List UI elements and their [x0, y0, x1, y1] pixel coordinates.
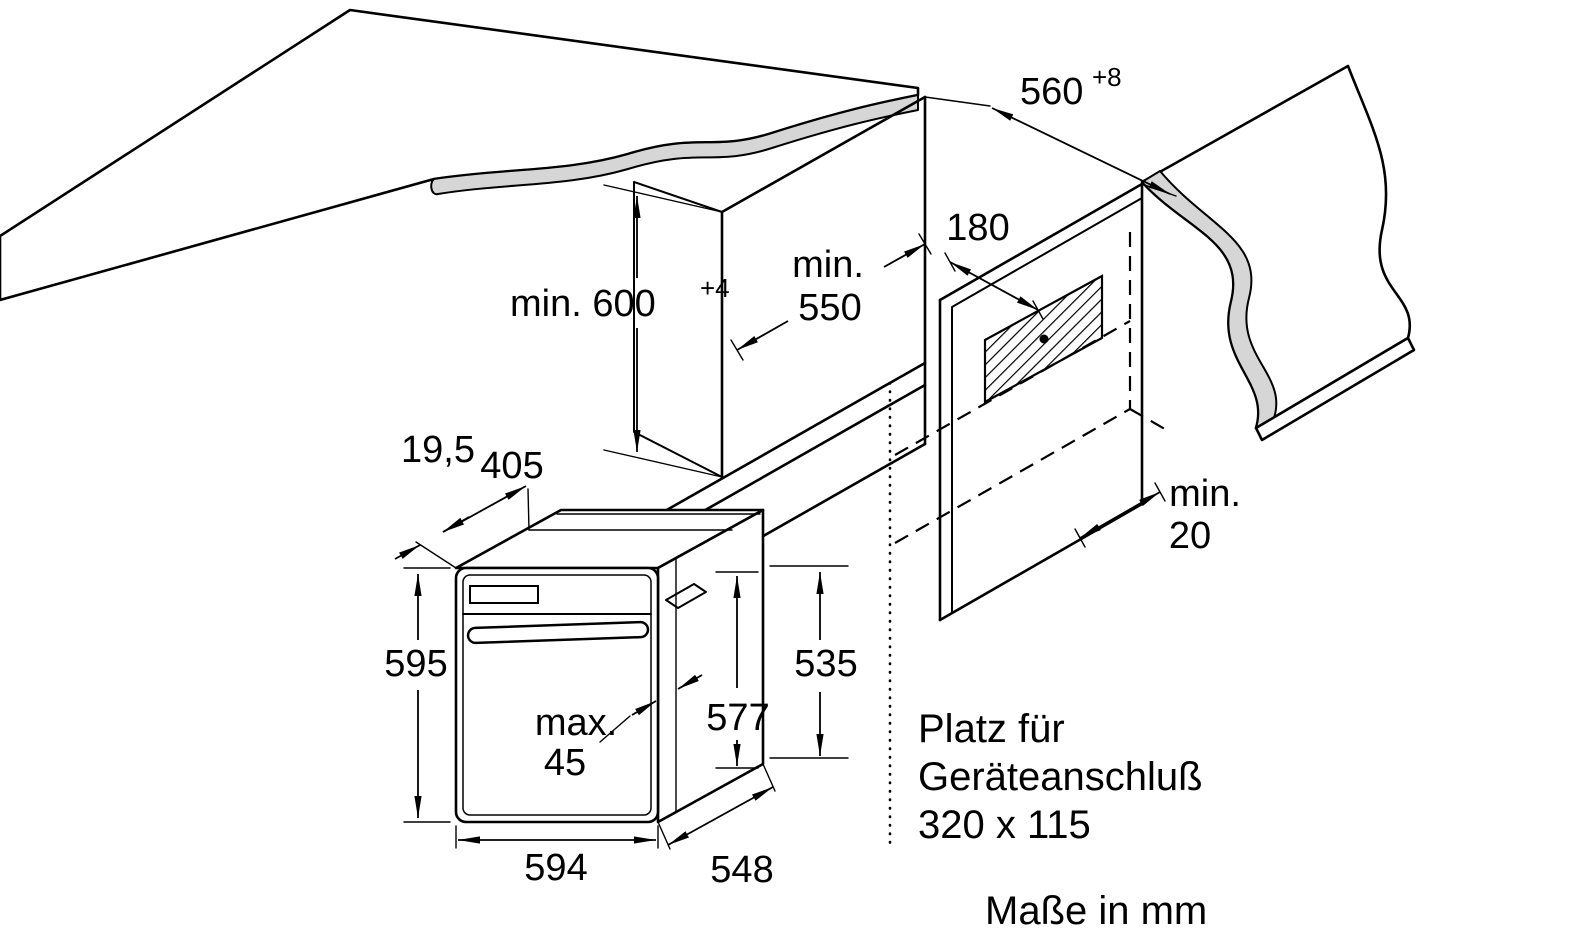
dim-leader [599, 715, 631, 743]
dim-niche-width: 560 +8 [924, 62, 1177, 197]
dim-niche-depth: min. 550 [730, 233, 932, 361]
connection-note-line3: 320 x 115 [918, 803, 1091, 847]
dim-arrow [1079, 491, 1161, 539]
dim-arrow-left [631, 700, 657, 716]
dim-label-oven-depth: 548 [710, 849, 773, 891]
dim-handle-protrusion: max. 45 [535, 674, 703, 784]
niche-interior-side-wall [633, 181, 723, 478]
dim-oven-height: 595 [384, 567, 451, 823]
oven-door-handle [466, 620, 650, 645]
connection-note: Platz für Geräteanschluß 320 x 115 [918, 707, 1203, 847]
dim-label-oven-side-height: 535 [794, 643, 857, 685]
unit-note: Maße in mm [985, 889, 1207, 933]
dim-label-niche-height-sup: +4 [700, 273, 730, 303]
dim-label-niche-width-sup: +8 [1092, 62, 1122, 92]
dim-label-niche-width: 560 [1020, 71, 1083, 113]
right-cabinet [938, 64, 1416, 622]
connection-note-line2: Geräteanschluß [918, 755, 1203, 799]
right-panel-bottom-edge [938, 502, 1144, 622]
dim-oven-side-height: 535 [769, 565, 858, 759]
dim-arrow-right [677, 674, 703, 690]
hidden-edge-lower [894, 408, 1131, 544]
hidden-niche-outline [894, 232, 1171, 544]
niche-opening-top-edge [720, 95, 927, 214]
dim-connection-offset: 180 [944, 207, 1044, 320]
worktop-left [0, 8, 920, 302]
dim-oven-width: 594 [455, 825, 659, 889]
connection-area [983, 274, 1104, 404]
dim-niche-height: min. 600 +4 [510, 184, 730, 478]
dim-arrow [991, 107, 1171, 195]
dim-label-connection-offset: 180 [946, 207, 1009, 249]
dim-rear-gap: min. 20 [1074, 473, 1241, 557]
dim-label-oven-width: 594 [524, 847, 587, 889]
dim-arrow [949, 261, 1039, 311]
dim-label-oven-height: 595 [384, 643, 447, 685]
oven [454, 508, 765, 824]
dim-label-oven-door-height: 577 [706, 697, 769, 739]
dim-ext [762, 763, 776, 792]
worktop-right-front-edge [1254, 336, 1416, 442]
dim-label-rear-gap-value: 20 [1169, 515, 1211, 557]
dim-oven-door-height: 577 [706, 571, 770, 769]
worktop-left-surface [0, 8, 920, 302]
hidden-edge-corner [1129, 408, 1171, 433]
oven-side-vent [665, 583, 707, 609]
dim-label-handle-value: 45 [544, 742, 586, 784]
dim-arrow-top-depth [442, 485, 527, 533]
dim-label-niche-depth-min: min. [792, 244, 864, 286]
dim-label-niche-depth-value: 550 [798, 287, 861, 329]
dim-arrow-inset-left [394, 544, 421, 560]
dim-label-niche-height: min. 600 [510, 283, 656, 325]
dim-ext [603, 449, 723, 478]
dim-label-oven-top-depth: 405 [480, 445, 543, 487]
oven-front-inner-outline [462, 574, 652, 816]
dim-label-oven-top-inset: 19,5 [401, 429, 475, 471]
dim-label-rear-gap-min: min. [1169, 473, 1241, 515]
dim-arrow [667, 786, 774, 846]
dim-arrow-left [736, 320, 789, 351]
dim-arrow-right [883, 243, 926, 268]
dim-label-handle-max: max. [535, 702, 617, 744]
dim-oven-top: 19,5 405 [394, 429, 544, 569]
dim-ext [527, 488, 530, 531]
dim-ext [415, 541, 457, 569]
dim-oven-depth: 548 [657, 763, 776, 891]
dim-ext [924, 96, 991, 107]
dim-ext [603, 184, 723, 213]
connection-point-dot [1039, 334, 1049, 344]
oven-display [469, 585, 539, 604]
connection-note-line1: Platz für [918, 707, 1065, 751]
